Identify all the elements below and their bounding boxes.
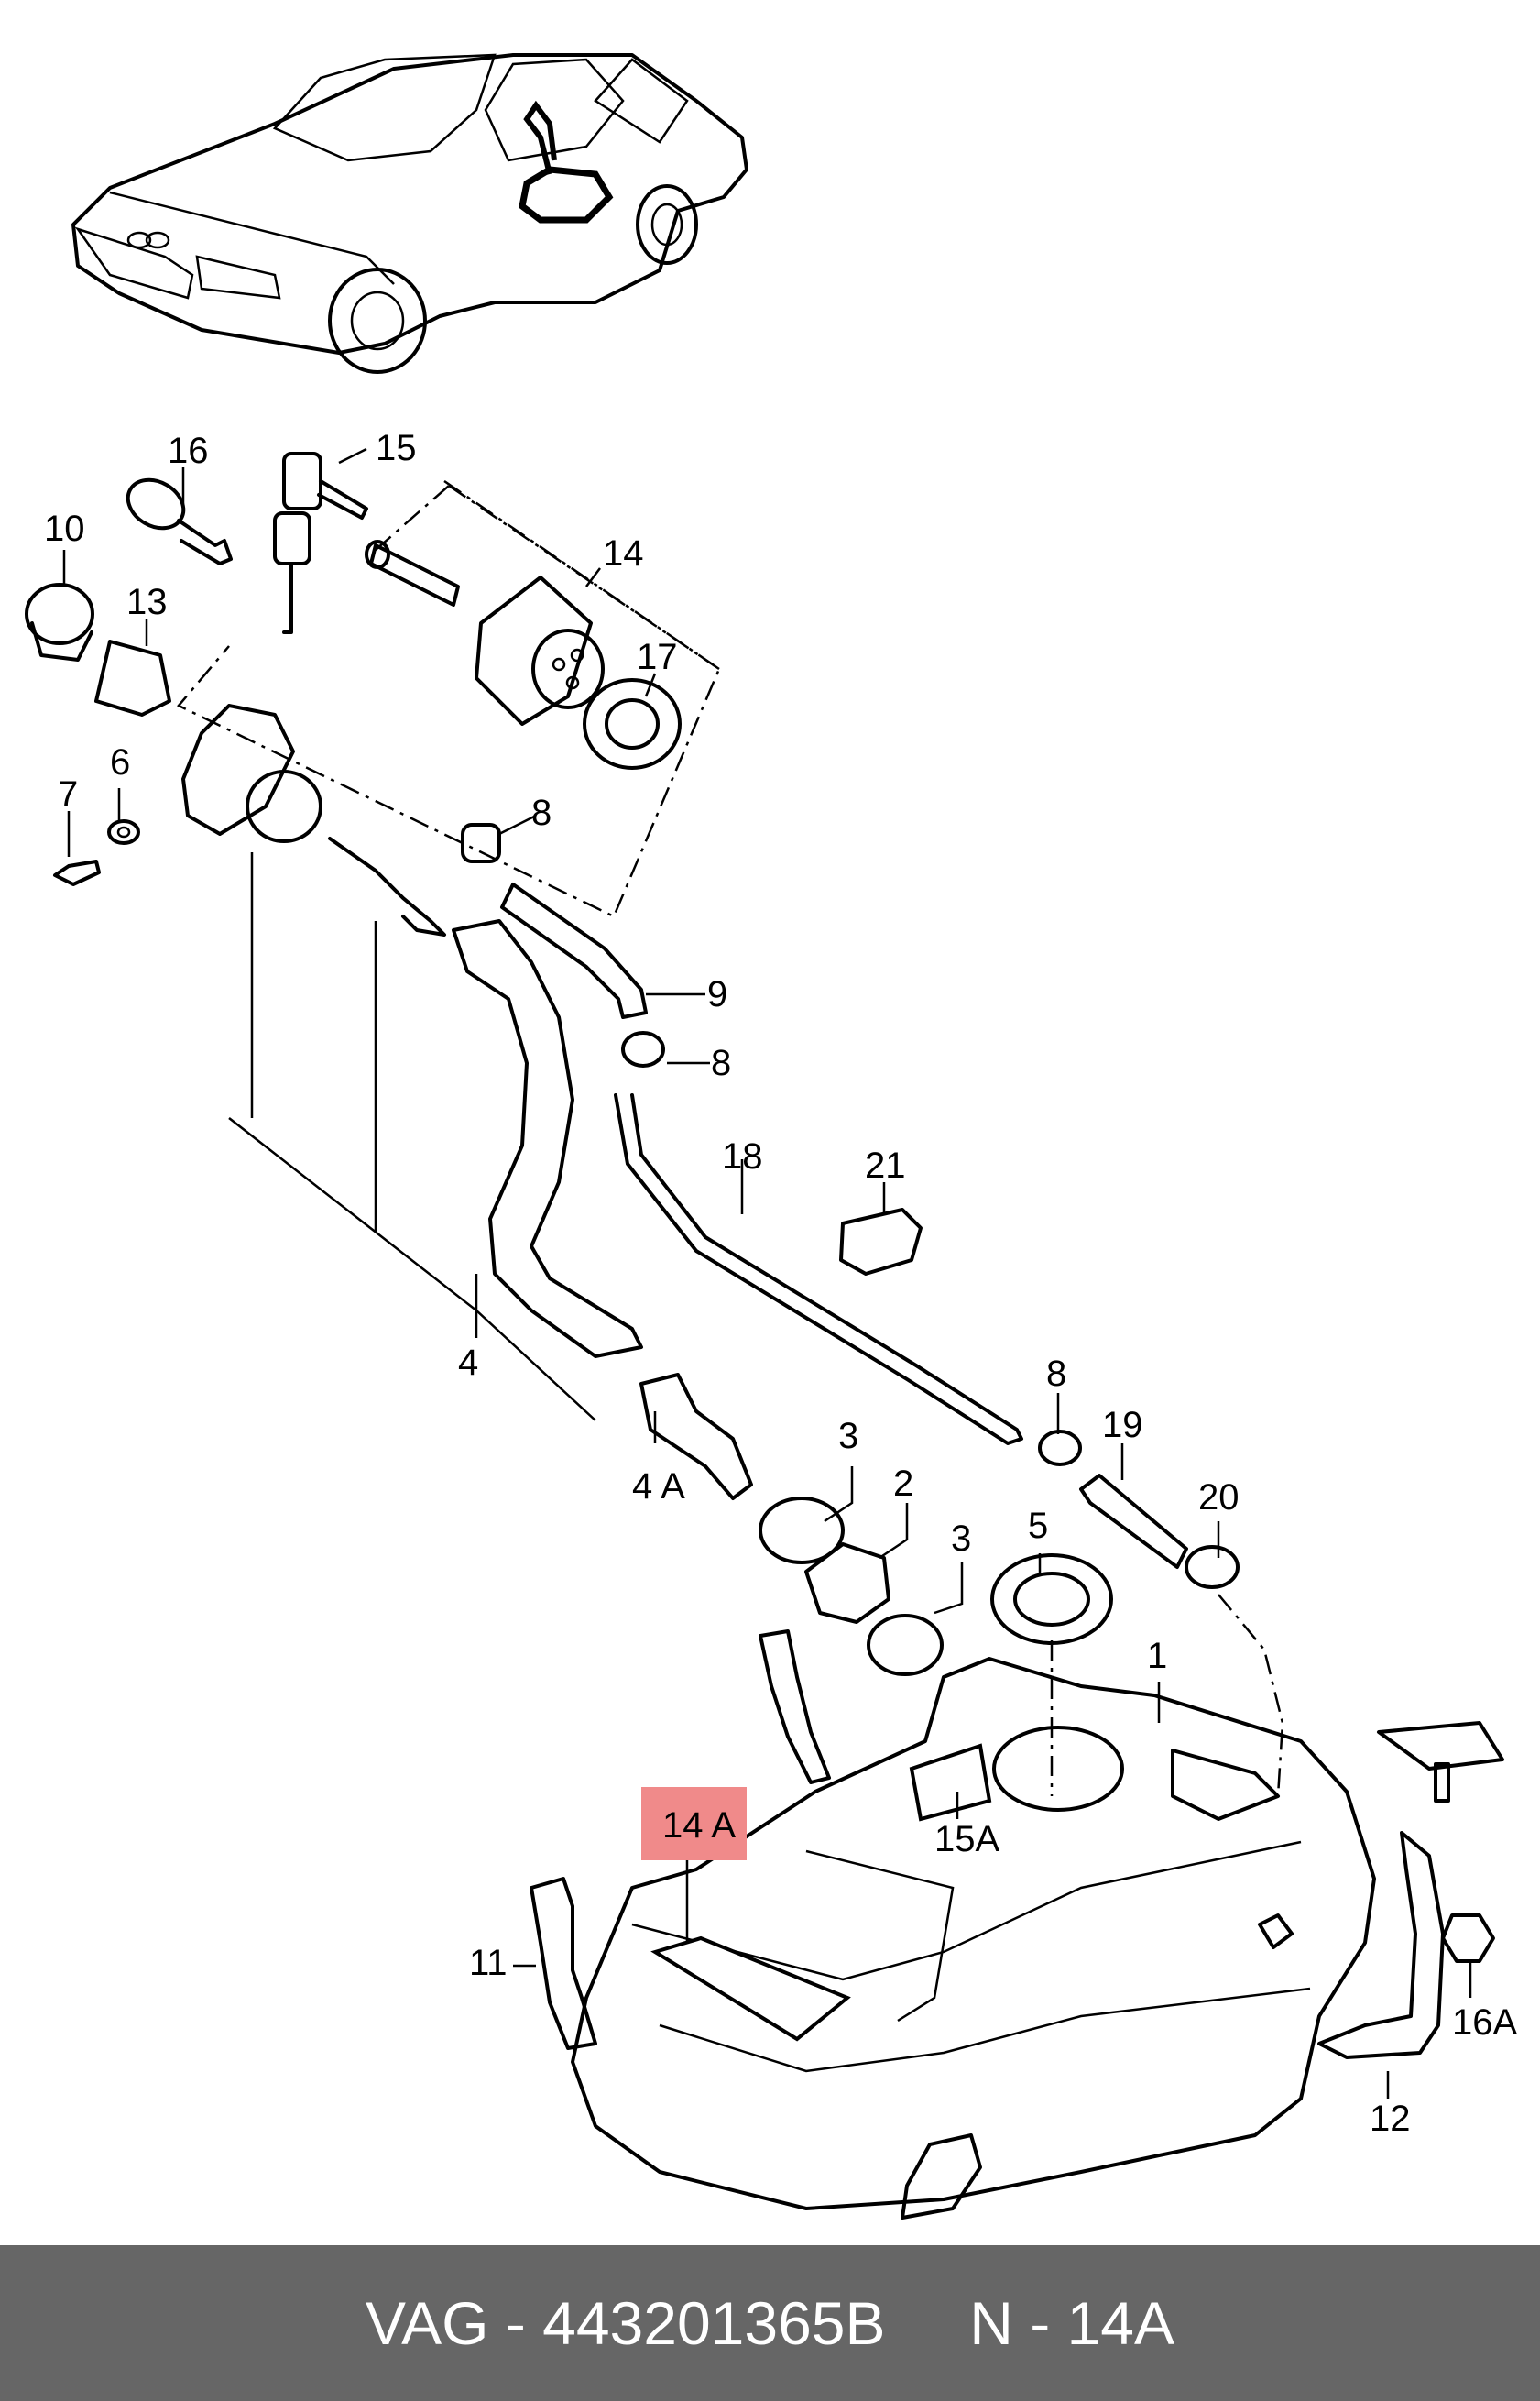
callout-16: 16 — [168, 431, 209, 471]
callout-2: 2 — [893, 1464, 913, 1504]
strap-bottom-center — [901, 2133, 982, 2220]
callout-15: 15 — [376, 428, 417, 468]
bracket-21 — [839, 1208, 923, 1276]
washer-6 — [107, 819, 140, 845]
nut-16a — [1441, 1913, 1495, 1963]
clamp-3-upper — [759, 1497, 845, 1564]
clip-8-upper — [461, 823, 501, 863]
bracket-plate — [1377, 1721, 1504, 1771]
footer-part-number: VAG - 443201365B N - 14A — [366, 2289, 1174, 2357]
filler-neck-housing — [181, 704, 446, 937]
callout-5: 5 — [1028, 1506, 1048, 1546]
cap-10 — [25, 583, 94, 662]
callout-14a-highlighted: 14 A — [662, 1805, 736, 1846]
valve-4a — [639, 1373, 753, 1500]
bolt — [1434, 1762, 1450, 1803]
callout-16a: 16A — [1452, 2002, 1517, 2043]
callout-13: 13 — [126, 582, 168, 622]
key-16 — [126, 477, 233, 565]
callout-3-lower: 3 — [951, 1518, 971, 1559]
callout-1: 1 — [1147, 1636, 1167, 1676]
clip-8-lower — [1038, 1430, 1082, 1466]
fuel-tank-1 — [571, 1657, 1376, 2210]
callout-17: 17 — [637, 637, 678, 677]
gasket-17 — [583, 678, 682, 770]
clip-8-mid — [621, 1031, 665, 1068]
highlight-box-14a — [641, 1787, 747, 1860]
ring-5 — [990, 1553, 1113, 1645]
vent-hose-9 — [500, 883, 648, 1019]
frame-lock-parts — [375, 484, 720, 671]
filler-pipe-4 — [452, 919, 643, 1358]
callout-18: 18 — [722, 1136, 763, 1177]
strap-11 — [530, 1877, 597, 2050]
vent-line-18 — [614, 1093, 1023, 1445]
callout-10: 10 — [44, 509, 85, 549]
exploded-parts-diagram: 16 15 10 14 13 17 6 7 8 9 8 18 21 4 8 19… — [25, 53, 1517, 2220]
leader-lines — [62, 447, 1472, 2099]
callout-8-upper: 8 — [531, 793, 552, 833]
callout-6: 6 — [110, 742, 130, 783]
callout-4: 4 — [458, 1343, 478, 1383]
pad-15a — [909, 1743, 992, 1822]
clamp-20 — [1185, 1545, 1240, 1589]
clamp-3-lower — [867, 1614, 944, 1676]
strap-12 — [1317, 1831, 1445, 2059]
callout-19: 19 — [1102, 1405, 1143, 1445]
pad-14a — [650, 1935, 851, 2042]
hose-2 — [804, 1542, 890, 1624]
callout-15a: 15A — [934, 1819, 999, 1859]
footer-bar: VAG - 443201365B N - 14A — [0, 2245, 1540, 2401]
strap-left-upper — [759, 1629, 831, 1784]
callout-12: 12 — [1370, 2099, 1411, 2139]
callout-3-upper: 3 — [838, 1416, 858, 1456]
lock-cylinder-14 — [365, 540, 605, 726]
callout-8-lower: 8 — [1046, 1354, 1066, 1394]
callout-11: 11 — [469, 1943, 508, 1983]
callout-21: 21 — [865, 1146, 906, 1186]
screw-7 — [53, 860, 101, 886]
callout-8-mid: 8 — [711, 1043, 731, 1083]
car-illustration — [71, 53, 748, 374]
frame-lock-assembly — [177, 479, 721, 918]
callout-14: 14 — [603, 533, 644, 574]
callout-9: 9 — [707, 974, 727, 1014]
callout-4a: 4 A — [632, 1466, 685, 1507]
callout-20: 20 — [1198, 1477, 1240, 1518]
callout-7: 7 — [58, 774, 78, 815]
key-set-15 — [273, 452, 368, 634]
hose-19 — [1079, 1474, 1188, 1569]
sleeve-13 — [94, 640, 171, 717]
